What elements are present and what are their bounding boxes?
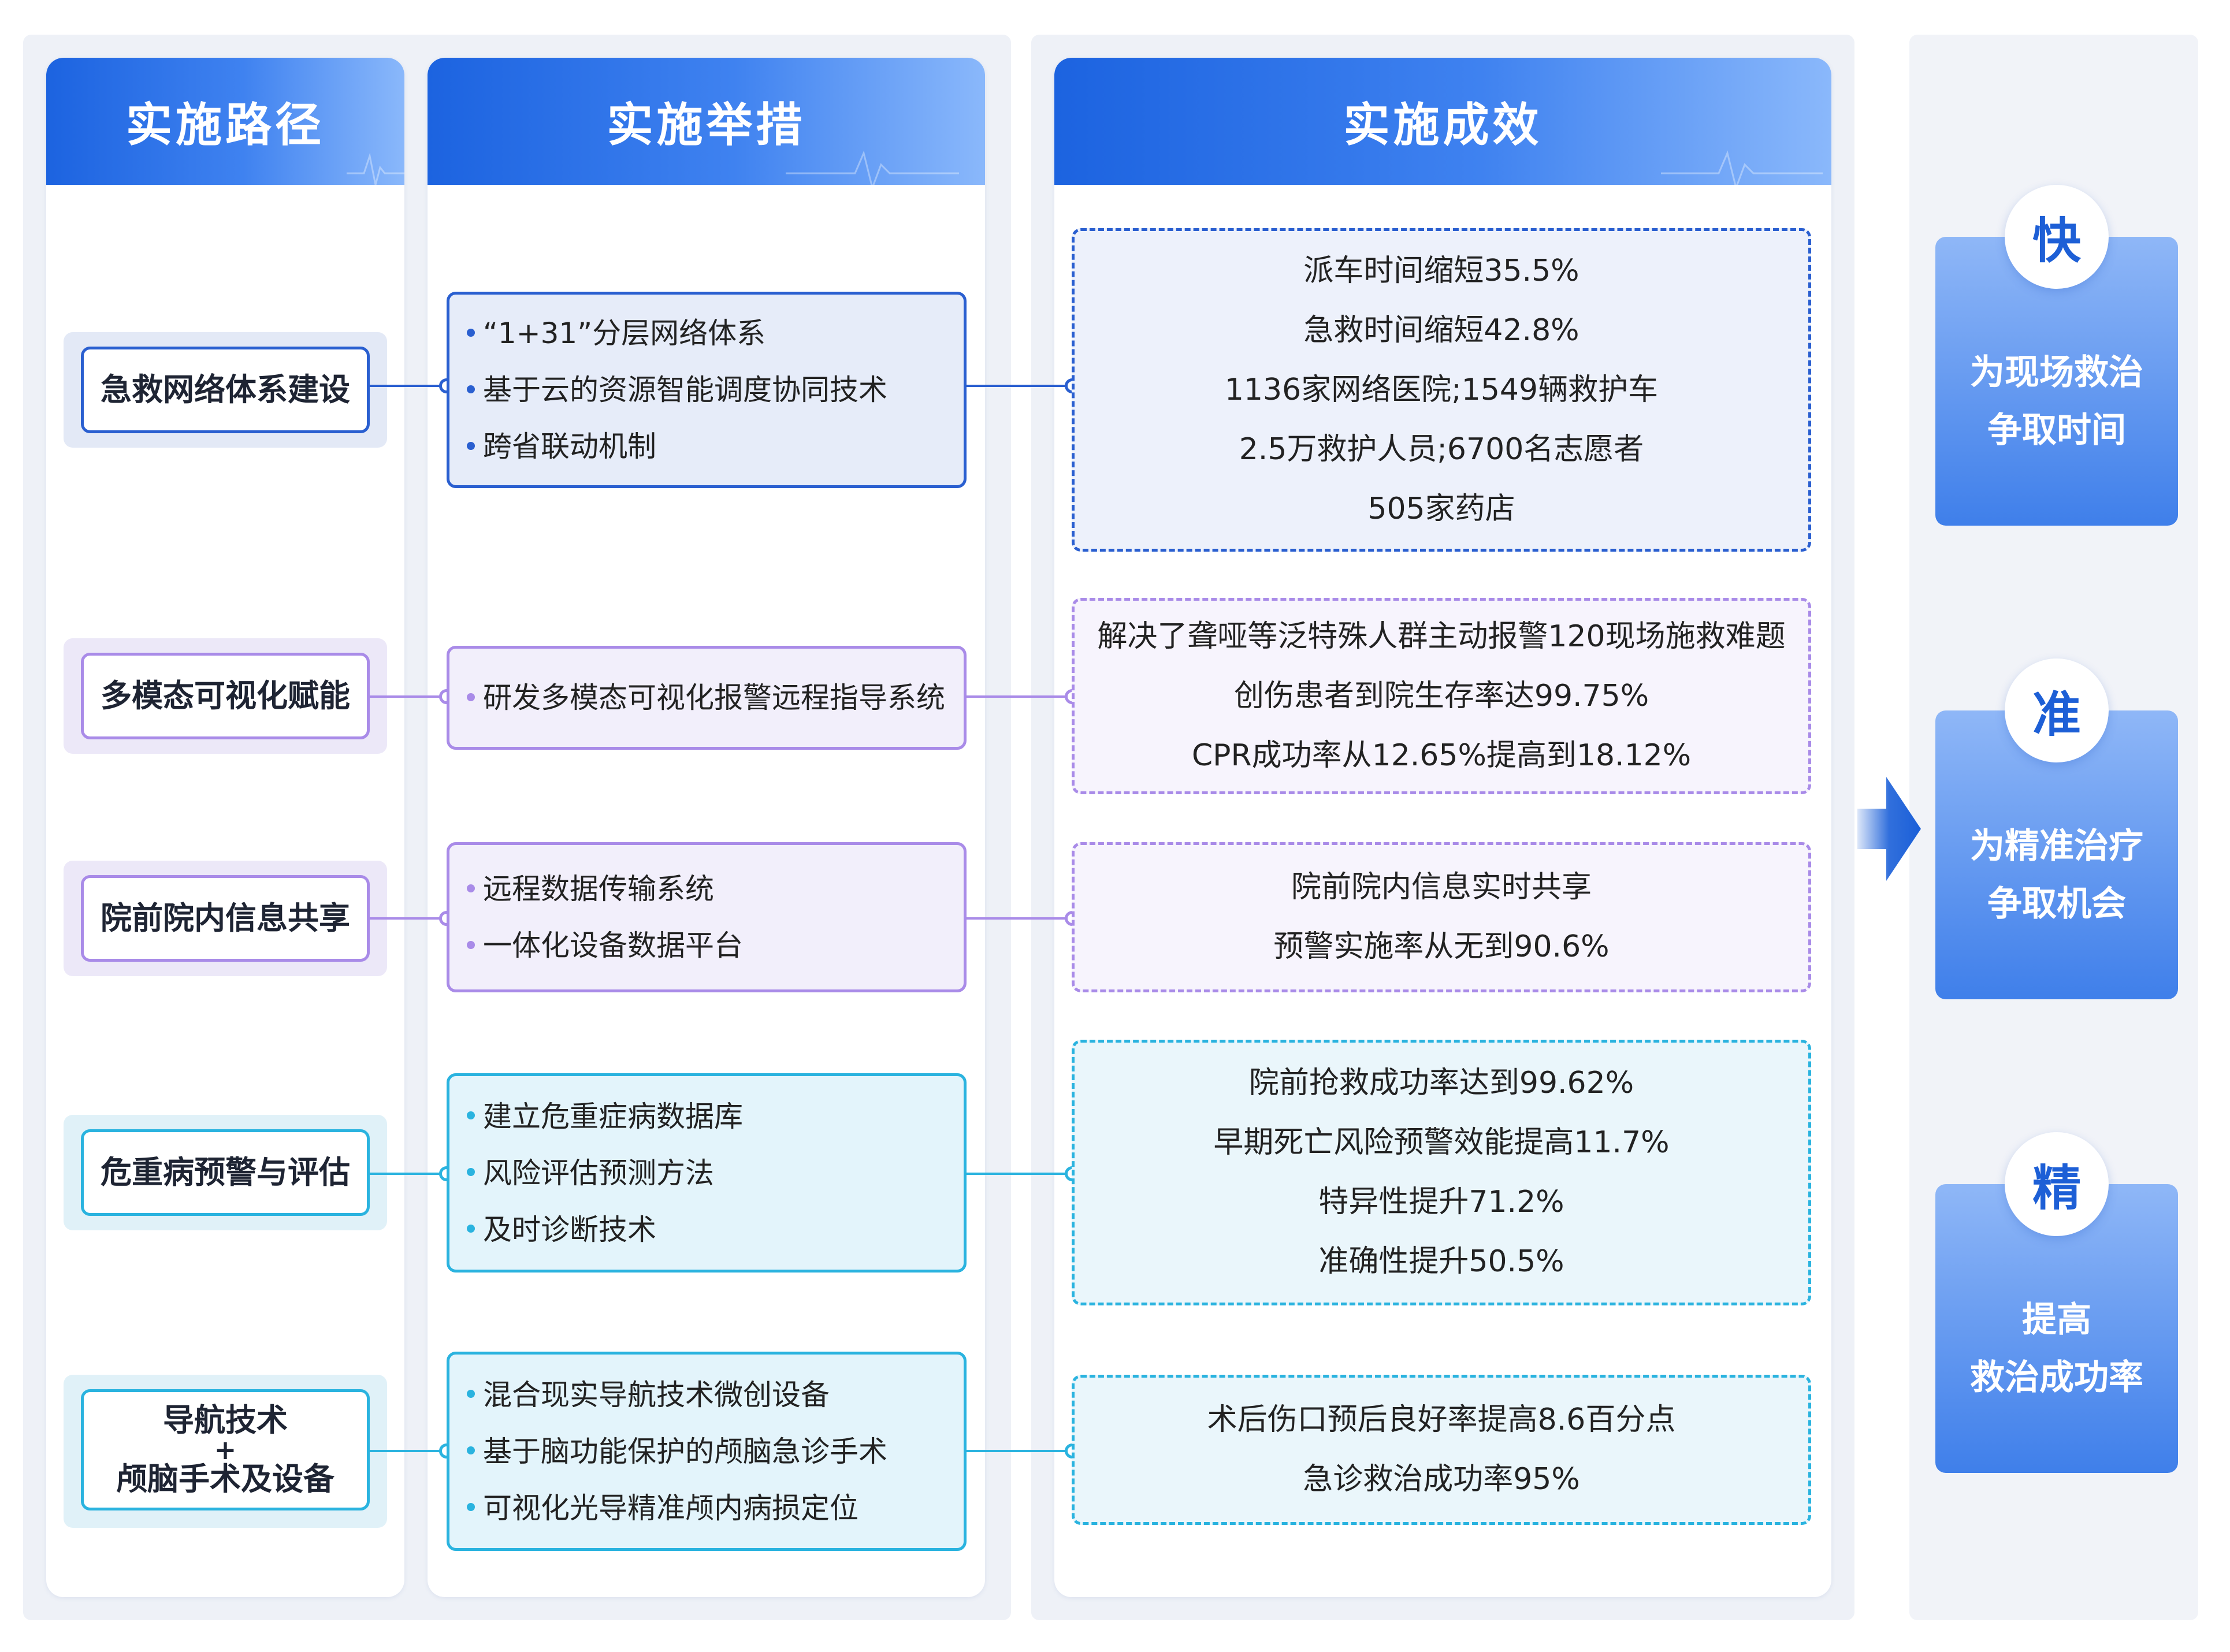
measure-item: 跨省联动机制 xyxy=(467,418,964,475)
path-column-header: 实施路径 xyxy=(46,58,404,185)
goal-text: 争取机会 xyxy=(1987,884,2126,924)
bullet-icon xyxy=(467,1390,475,1398)
path-header-title: 实施路径 xyxy=(126,98,325,152)
path-label-plus: + xyxy=(214,1434,237,1465)
result-item: 特异性提升71.2% xyxy=(1318,1185,1564,1219)
measure-item: 研发多模态可视化报警远程指导系统 xyxy=(467,669,964,726)
measure-item: 及时诊断技术 xyxy=(467,1201,964,1258)
path-label: 危重病预警与评估 xyxy=(101,1154,350,1190)
path-card: 导航技术 + 颅脑手术及设备 xyxy=(81,1389,370,1510)
result-item: 1136家网络医院;1549辆救护车 xyxy=(1224,372,1659,407)
connector-line xyxy=(967,1173,1076,1175)
bullet-icon xyxy=(467,884,475,892)
connector-line xyxy=(967,695,1076,698)
heartbeat-icon xyxy=(347,152,404,185)
heartbeat-icon xyxy=(1661,150,1823,191)
arrow-right-icon xyxy=(1857,777,1921,881)
result-item: CPR成功率从12.65%提高到18.12% xyxy=(1191,738,1692,773)
measures-card: “1+31”分层网络体系 基于云的资源智能调度协同技术 跨省联动机制 xyxy=(447,292,967,488)
path-card: 多模态可视化赋能 xyxy=(81,653,370,739)
goal-text: 救治成功率 xyxy=(1970,1357,2143,1398)
measure-item: 一体化设备数据平台 xyxy=(467,917,964,974)
bullet-icon xyxy=(467,1225,475,1233)
heartbeat-icon xyxy=(786,150,959,191)
bullet-icon xyxy=(467,1503,475,1511)
measures-card: 研发多模态可视化报警远程指导系统 xyxy=(447,646,967,750)
measures-card: 远程数据传输系统 一体化设备数据平台 xyxy=(447,842,967,992)
result-item: 预警实施率从无到90.6% xyxy=(1273,929,1610,964)
bullet-icon xyxy=(467,1111,475,1119)
measure-item: 可视化光导精准颅内病损定位 xyxy=(467,1480,964,1536)
goal-text: 为现场救治 xyxy=(1970,352,2143,393)
goal-text: 争取时间 xyxy=(1987,410,2126,451)
results-card: 院前抢救成功率达到99.62% 早期死亡风险预警效能提高11.7% 特异性提升7… xyxy=(1072,1040,1811,1305)
path-card: 院前院内信息共享 xyxy=(81,875,370,962)
result-item: 院前院内信息实时共享 xyxy=(1291,870,1592,905)
bullet-icon xyxy=(467,693,475,701)
bullet-icon xyxy=(467,1168,475,1176)
bullet-icon xyxy=(467,328,475,337)
measure-item: 远程数据传输系统 xyxy=(467,861,964,917)
result-item: 院前抢救成功率达到99.62% xyxy=(1248,1066,1634,1100)
connector-line xyxy=(370,695,448,698)
bullet-icon xyxy=(467,1446,475,1454)
path-label-line: 颅脑手术及设备 xyxy=(116,1461,335,1497)
path-label: 多模态可视化赋能 xyxy=(101,678,350,714)
results-card: 解决了聋哑等泛特殊人群主动报警120现场施救难题 创伤患者到院生存率达99.75… xyxy=(1072,598,1811,794)
results-card: 派车时间缩短35.5% 急救时间缩短42.8% 1136家网络医院;1549辆救… xyxy=(1072,228,1811,552)
bullet-icon xyxy=(467,441,475,450)
result-item: 早期死亡风险预警效能提高11.7% xyxy=(1213,1125,1670,1160)
connector-line xyxy=(370,1173,448,1175)
goal-badge: 快 xyxy=(2005,185,2109,289)
connector-line xyxy=(967,385,1076,387)
results-card: 院前院内信息实时共享 预警实施率从无到90.6% xyxy=(1072,842,1811,992)
measures-card: 建立危重症病数据库 风险评估预测方法 及时诊断技术 xyxy=(447,1073,967,1273)
bullet-icon xyxy=(467,940,475,949)
result-item: 派车时间缩短35.5% xyxy=(1303,253,1579,288)
path-column: 实施路径 xyxy=(46,58,404,1597)
result-item: 准确性提升50.5% xyxy=(1318,1244,1564,1279)
measures-card: 混合现实导航技术微创设备 基于脑功能保护的颅脑急诊手术 可视化光导精准颅内病损定… xyxy=(447,1352,967,1551)
result-item: 创伤患者到院生存率达99.75% xyxy=(1233,678,1649,713)
measure-item: 混合现实导航技术微创设备 xyxy=(467,1367,964,1423)
path-card: 危重病预警与评估 xyxy=(81,1129,370,1216)
measures-column-header: 实施举措 xyxy=(428,58,985,191)
result-item: 急救时间缩短42.8% xyxy=(1303,312,1579,348)
goal-badge: 准 xyxy=(2005,658,2109,762)
goal-text: 提高 xyxy=(2022,1300,2091,1340)
goal-card-fast: 为现场救治 争取时间 xyxy=(1935,237,2178,526)
connector-line xyxy=(967,917,1076,920)
measure-item: 建立危重症病数据库 xyxy=(467,1088,964,1145)
result-item: 解决了聋哑等泛特殊人群主动报警120现场施救难题 xyxy=(1097,619,1786,654)
path-card: 急救网络体系建设 xyxy=(81,347,370,433)
path-label: 急救网络体系建设 xyxy=(101,371,350,408)
measure-item: 基于脑功能保护的颅脑急诊手术 xyxy=(467,1423,964,1480)
connector-line xyxy=(370,385,448,387)
measure-item: “1+31”分层网络体系 xyxy=(467,305,964,362)
result-item: 505家药店 xyxy=(1367,491,1515,526)
result-item: 急诊救治成功率95% xyxy=(1303,1462,1580,1497)
measure-item: 基于云的资源智能调度协同技术 xyxy=(467,362,964,418)
bullet-icon xyxy=(467,385,475,393)
connector-line xyxy=(967,1450,1076,1452)
results-header-title: 实施成效 xyxy=(1343,98,1543,152)
connector-line xyxy=(370,1450,448,1452)
goal-text: 为精准治疗 xyxy=(1970,826,2143,866)
path-label: 院前院内信息共享 xyxy=(101,900,350,936)
result-item: 术后伤口预后良好率提高8.6百分点 xyxy=(1207,1402,1676,1437)
goal-badge: 精 xyxy=(2005,1132,2109,1236)
connector-line xyxy=(370,917,448,920)
measures-header-title: 实施举措 xyxy=(607,98,806,152)
results-card: 术后伤口预后良好率提高8.6百分点 急诊救治成功率95% xyxy=(1072,1375,1811,1525)
result-item: 2.5万救护人员;6700名志愿者 xyxy=(1239,431,1644,467)
results-column-header: 实施成效 xyxy=(1054,58,1831,191)
measure-item: 风险评估预测方法 xyxy=(467,1145,964,1201)
path-label-line: 导航技术 xyxy=(163,1402,288,1438)
